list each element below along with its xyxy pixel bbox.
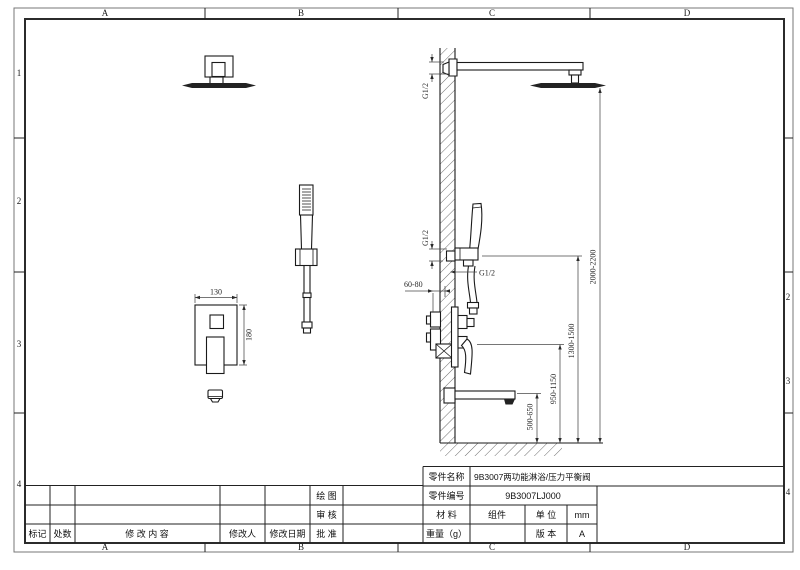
front-view-mixer-valve: 130 180 <box>194 288 254 375</box>
side-view-dimensions: G1/2 G1/2 G1/2 60-80 2000-2200 1300-1500 <box>404 54 602 443</box>
unit-value: mm <box>575 510 590 520</box>
zone-bottom-d: D <box>684 542 691 552</box>
front-view-rain-shower-head <box>182 55 256 88</box>
thread-mid-label: G1/2 <box>421 230 430 246</box>
zone-left-4: 4 <box>17 479 22 489</box>
title-block: 零件名称 9B3007两功能淋浴/压力平衡阀 零件编号 9B3007LJ000 … <box>422 466 784 543</box>
zone-top-b: B <box>298 8 304 18</box>
mixer-height-dim: 180 <box>245 329 254 341</box>
count-label: 处数 <box>53 528 71 539</box>
zone-top-c: C <box>489 8 495 18</box>
tub-spout-side <box>443 387 516 405</box>
approve-label: 批 准 <box>316 528 337 539</box>
part-name-value: 9B3007两功能淋浴/压力平衡阀 <box>474 472 591 482</box>
component-label: 组件 <box>488 509 506 520</box>
zone-right-4: 4 <box>786 487 791 497</box>
zone-left-3: 3 <box>17 339 22 349</box>
mark-label: 标记 <box>28 528 46 539</box>
material-label: 材 料 <box>436 509 457 520</box>
front-view-hand-shower <box>294 184 318 334</box>
zone-right-2: 2 <box>786 292 791 302</box>
side-view: G1/2 G1/2 G1/2 60-80 2000-2200 1300-1500 <box>404 48 606 456</box>
part-name-label: 零件名称 <box>428 471 464 482</box>
draw-label: 绘 图 <box>316 490 337 501</box>
wall-section <box>439 48 603 456</box>
zone-left-1: 1 <box>17 68 22 78</box>
content-label: 修 改 内 容 <box>125 528 169 539</box>
part-no-value: 9B3007LJ000 <box>505 491 561 501</box>
zone-labels: A B C D A B C D 1 2 3 4 2 3 4 <box>17 8 791 552</box>
part-no-label: 零件编号 <box>428 490 464 501</box>
holder-height-dim: 1300-1500 <box>567 324 576 359</box>
overall-height-dim: 2000-2200 <box>589 250 598 285</box>
date-label: 修改日期 <box>269 528 305 539</box>
zone-bottom-a: A <box>102 542 109 552</box>
zone-right-3: 3 <box>786 376 791 386</box>
zone-top-d: D <box>684 8 691 18</box>
shower-arm-side <box>442 58 606 88</box>
thread-hose-label: G1/2 <box>479 269 495 278</box>
front-view-spout <box>207 389 224 403</box>
zone-bottom-b: B <box>298 542 304 552</box>
spout-height-dim: 500-650 <box>526 404 535 431</box>
hand-shower-side <box>445 202 483 315</box>
revision-table: 标记 处数 修 改 内 容 修改人 修改日期 绘 图 审 核 批 准 <box>25 485 423 543</box>
valve-height-dim: 950-1150 <box>549 374 558 404</box>
check-label: 审 核 <box>316 509 337 520</box>
mixer-width-dim: 130 <box>210 288 222 297</box>
version-value: A <box>579 529 585 539</box>
modifier-label: 修改人 <box>229 528 256 539</box>
zone-bottom-c: C <box>489 542 495 552</box>
zone-top-a: A <box>102 8 109 18</box>
zone-left-2: 2 <box>17 196 22 206</box>
valve-depth-dim: 60-80 <box>404 280 423 289</box>
thread-top-label: G1/2 <box>421 83 430 99</box>
weight-label: 重量（g） <box>426 528 467 539</box>
version-label: 版 本 <box>536 528 557 539</box>
unit-label: 单 位 <box>536 509 557 520</box>
sheet-border <box>13 7 794 553</box>
mixer-valve-side <box>425 306 475 375</box>
